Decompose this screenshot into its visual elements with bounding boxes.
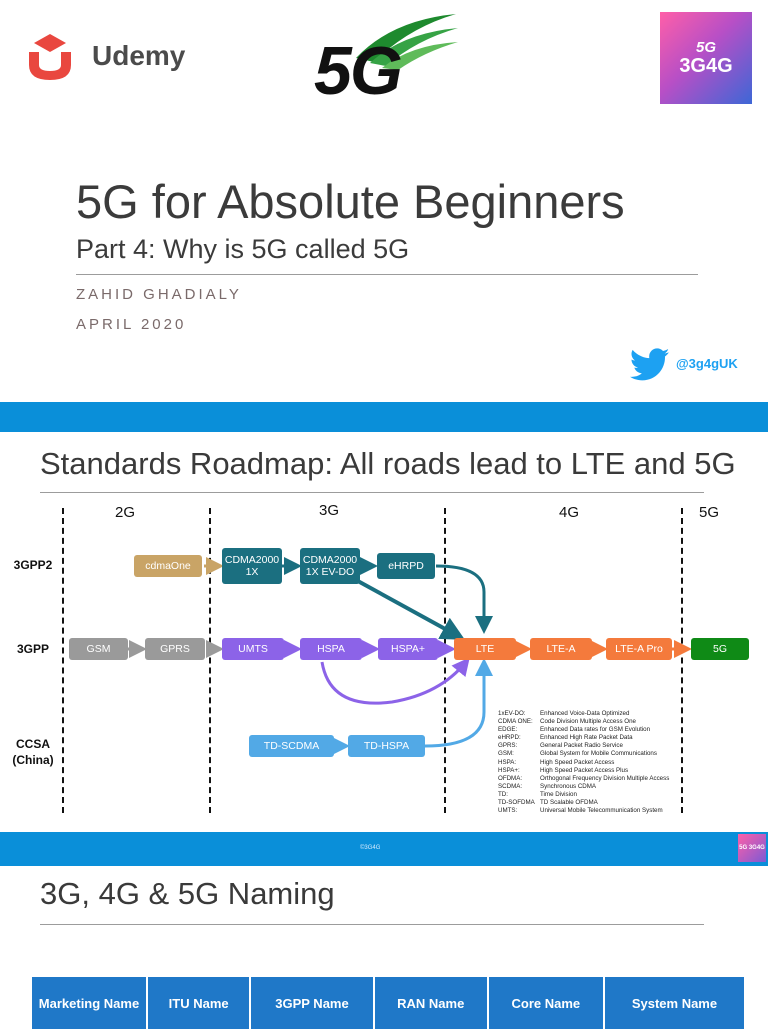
roadmap-footer-band: ©3G4G 5G 3G4G <box>0 832 768 866</box>
naming-table: Marketing Name ITU Name 3GPP Name RAN Na… <box>30 977 746 1029</box>
legend-row: TD:Time Division <box>498 790 577 798</box>
box-umts: UMTS <box>222 638 284 660</box>
box-5g: 5G <box>691 638 749 660</box>
box-td-scdma: TD-SCDMA <box>249 735 334 757</box>
gen-divider <box>209 508 211 813</box>
row-label-ccsa: CCSA <box>15 737 50 751</box>
presentation-subtitle: Part 4: Why is 5G called 5G <box>76 234 410 264</box>
naming-table-header-row: Marketing Name ITU Name 3GPP Name RAN Na… <box>32 977 744 1029</box>
twitter-bird-icon <box>630 348 670 381</box>
legend-row: EDGE:Enhanced Data rates for GSM Evoluti… <box>498 726 651 734</box>
header-marketing-name: Marketing Name <box>32 977 146 1029</box>
row-label-3gpp2: 3GPP2 <box>13 558 53 572</box>
header-itu-name: ITU Name <box>148 977 250 1029</box>
header-ran-name: RAN Name <box>374 977 487 1029</box>
legend-row: UMTS:Universal Mobile Telecommunication … <box>498 807 663 815</box>
roadmap-title: Standards Roadmap: All roads lead to LTE… <box>40 446 736 481</box>
footer-3g4g-logo: 5G 3G4G <box>738 834 766 862</box>
box-td-hspa: TD-HSPA <box>348 735 425 757</box>
udemy-wordmark: Udemy <box>92 40 186 71</box>
udemy-logo: Udemy <box>26 30 196 86</box>
author-name: ZAHID GHADIALY <box>76 286 242 303</box>
gen-divider <box>62 508 64 813</box>
udemy-u-icon <box>29 34 71 80</box>
gen-label-3g: 3G <box>319 502 340 519</box>
box-gprs: GPRS <box>145 638 205 660</box>
row-label-ccsa-china: (China) <box>12 753 54 767</box>
gen-divider <box>681 508 683 813</box>
row-label-3gpp: 3GPP <box>16 642 49 656</box>
header-core-name: Core Name <box>488 977 603 1029</box>
twitter-handle: @3g4gUK <box>676 356 738 371</box>
legend-row: HSPA+:High Speed Packet Access Plus <box>498 766 629 774</box>
naming-slide: 3G, 4G & 5G Naming Marketing Name ITU Na… <box>0 866 768 1029</box>
box-lte-a-pro: LTE-A Pro <box>606 638 672 660</box>
title-slide: Udemy 5G 5G 3G4G 5G for Absolute Beginne… <box>0 0 768 400</box>
box-hspa-plus: HSPA+ <box>378 638 438 660</box>
legend-row: OFDMA:Orthogonal Frequency Division Mult… <box>498 774 670 782</box>
legend-row: GSM:Global System for Mobile Communicati… <box>498 750 657 758</box>
slide-separator-band <box>0 402 768 432</box>
3g4g-logo-line1: 5G <box>695 38 716 56</box>
roadmap-connectors <box>128 557 692 755</box>
box-cdma2000-1x: CDMA2000 1X <box>222 548 282 584</box>
box-ehrpd: eHRPD <box>377 553 435 579</box>
presentation-date: APRIL 2020 <box>76 316 187 333</box>
3g4g-logo-line2: 3G4G <box>679 54 733 77</box>
legend-row: SCDMA:Synchronous CDMA <box>498 782 597 790</box>
box-cdma2000-1x-line1: CDMA2000 <box>224 554 280 566</box>
box-lte-a: LTE-A <box>530 638 592 660</box>
header-3gpp-name: 3GPP Name <box>251 977 373 1029</box>
header-system-name: System Name <box>604 977 744 1029</box>
box-cdma2000-evdo: CDMA2000 1X EV-DO <box>300 548 360 584</box>
gen-divider <box>444 508 446 813</box>
box-cdmaone: cdmaOne <box>134 555 202 577</box>
5g-swoosh-icon <box>356 14 458 70</box>
box-cdma2000-1x-line2: 1X <box>245 566 259 578</box>
box-evdo-line2: 1X EV-DO <box>305 566 355 578</box>
naming-title-divider <box>40 924 704 925</box>
gen-label-2g: 2G <box>115 504 136 521</box>
title-divider <box>76 274 698 275</box>
twitter-link[interactable]: @3g4gUK <box>630 346 760 384</box>
presentation-title: 5G for Absolute Beginners <box>76 175 625 228</box>
legend-row: 1xEV-DO:Enhanced Voice-Data Optimized <box>498 710 630 717</box>
gen-label-5g: 5G <box>699 504 720 521</box>
gen-label-4g: 4G <box>559 504 580 521</box>
footer-copyright: ©3G4G <box>360 845 381 851</box>
5g-logo: 5G <box>312 8 462 109</box>
roadmap-title-divider <box>40 492 704 493</box>
box-hspa: HSPA <box>300 638 362 660</box>
acronym-legend: 1xEV-DO:Enhanced Voice-Data Optimized CD… <box>498 710 698 815</box>
legend-row: GPRS:General Packet Radio Service <box>498 742 623 750</box>
box-lte: LTE <box>454 638 516 660</box>
box-evdo-line1: CDMA2000 <box>302 554 358 566</box>
legend-row: CDMA ONE:Code Division Multiple Access O… <box>498 718 636 726</box>
legend-row: eHRPD:Enhanced High Rate Packet Data <box>498 734 633 742</box>
box-gsm: GSM <box>69 638 128 660</box>
naming-title: 3G, 4G & 5G Naming <box>40 876 335 911</box>
3g4g-logo: 5G 3G4G <box>660 12 752 104</box>
legend-row: HSPA:High Speed Packet Access <box>498 758 615 766</box>
roadmap-slide: Standards Roadmap: All roads lead to LTE… <box>0 432 768 832</box>
5g-logo-text: 5G <box>314 33 403 109</box>
